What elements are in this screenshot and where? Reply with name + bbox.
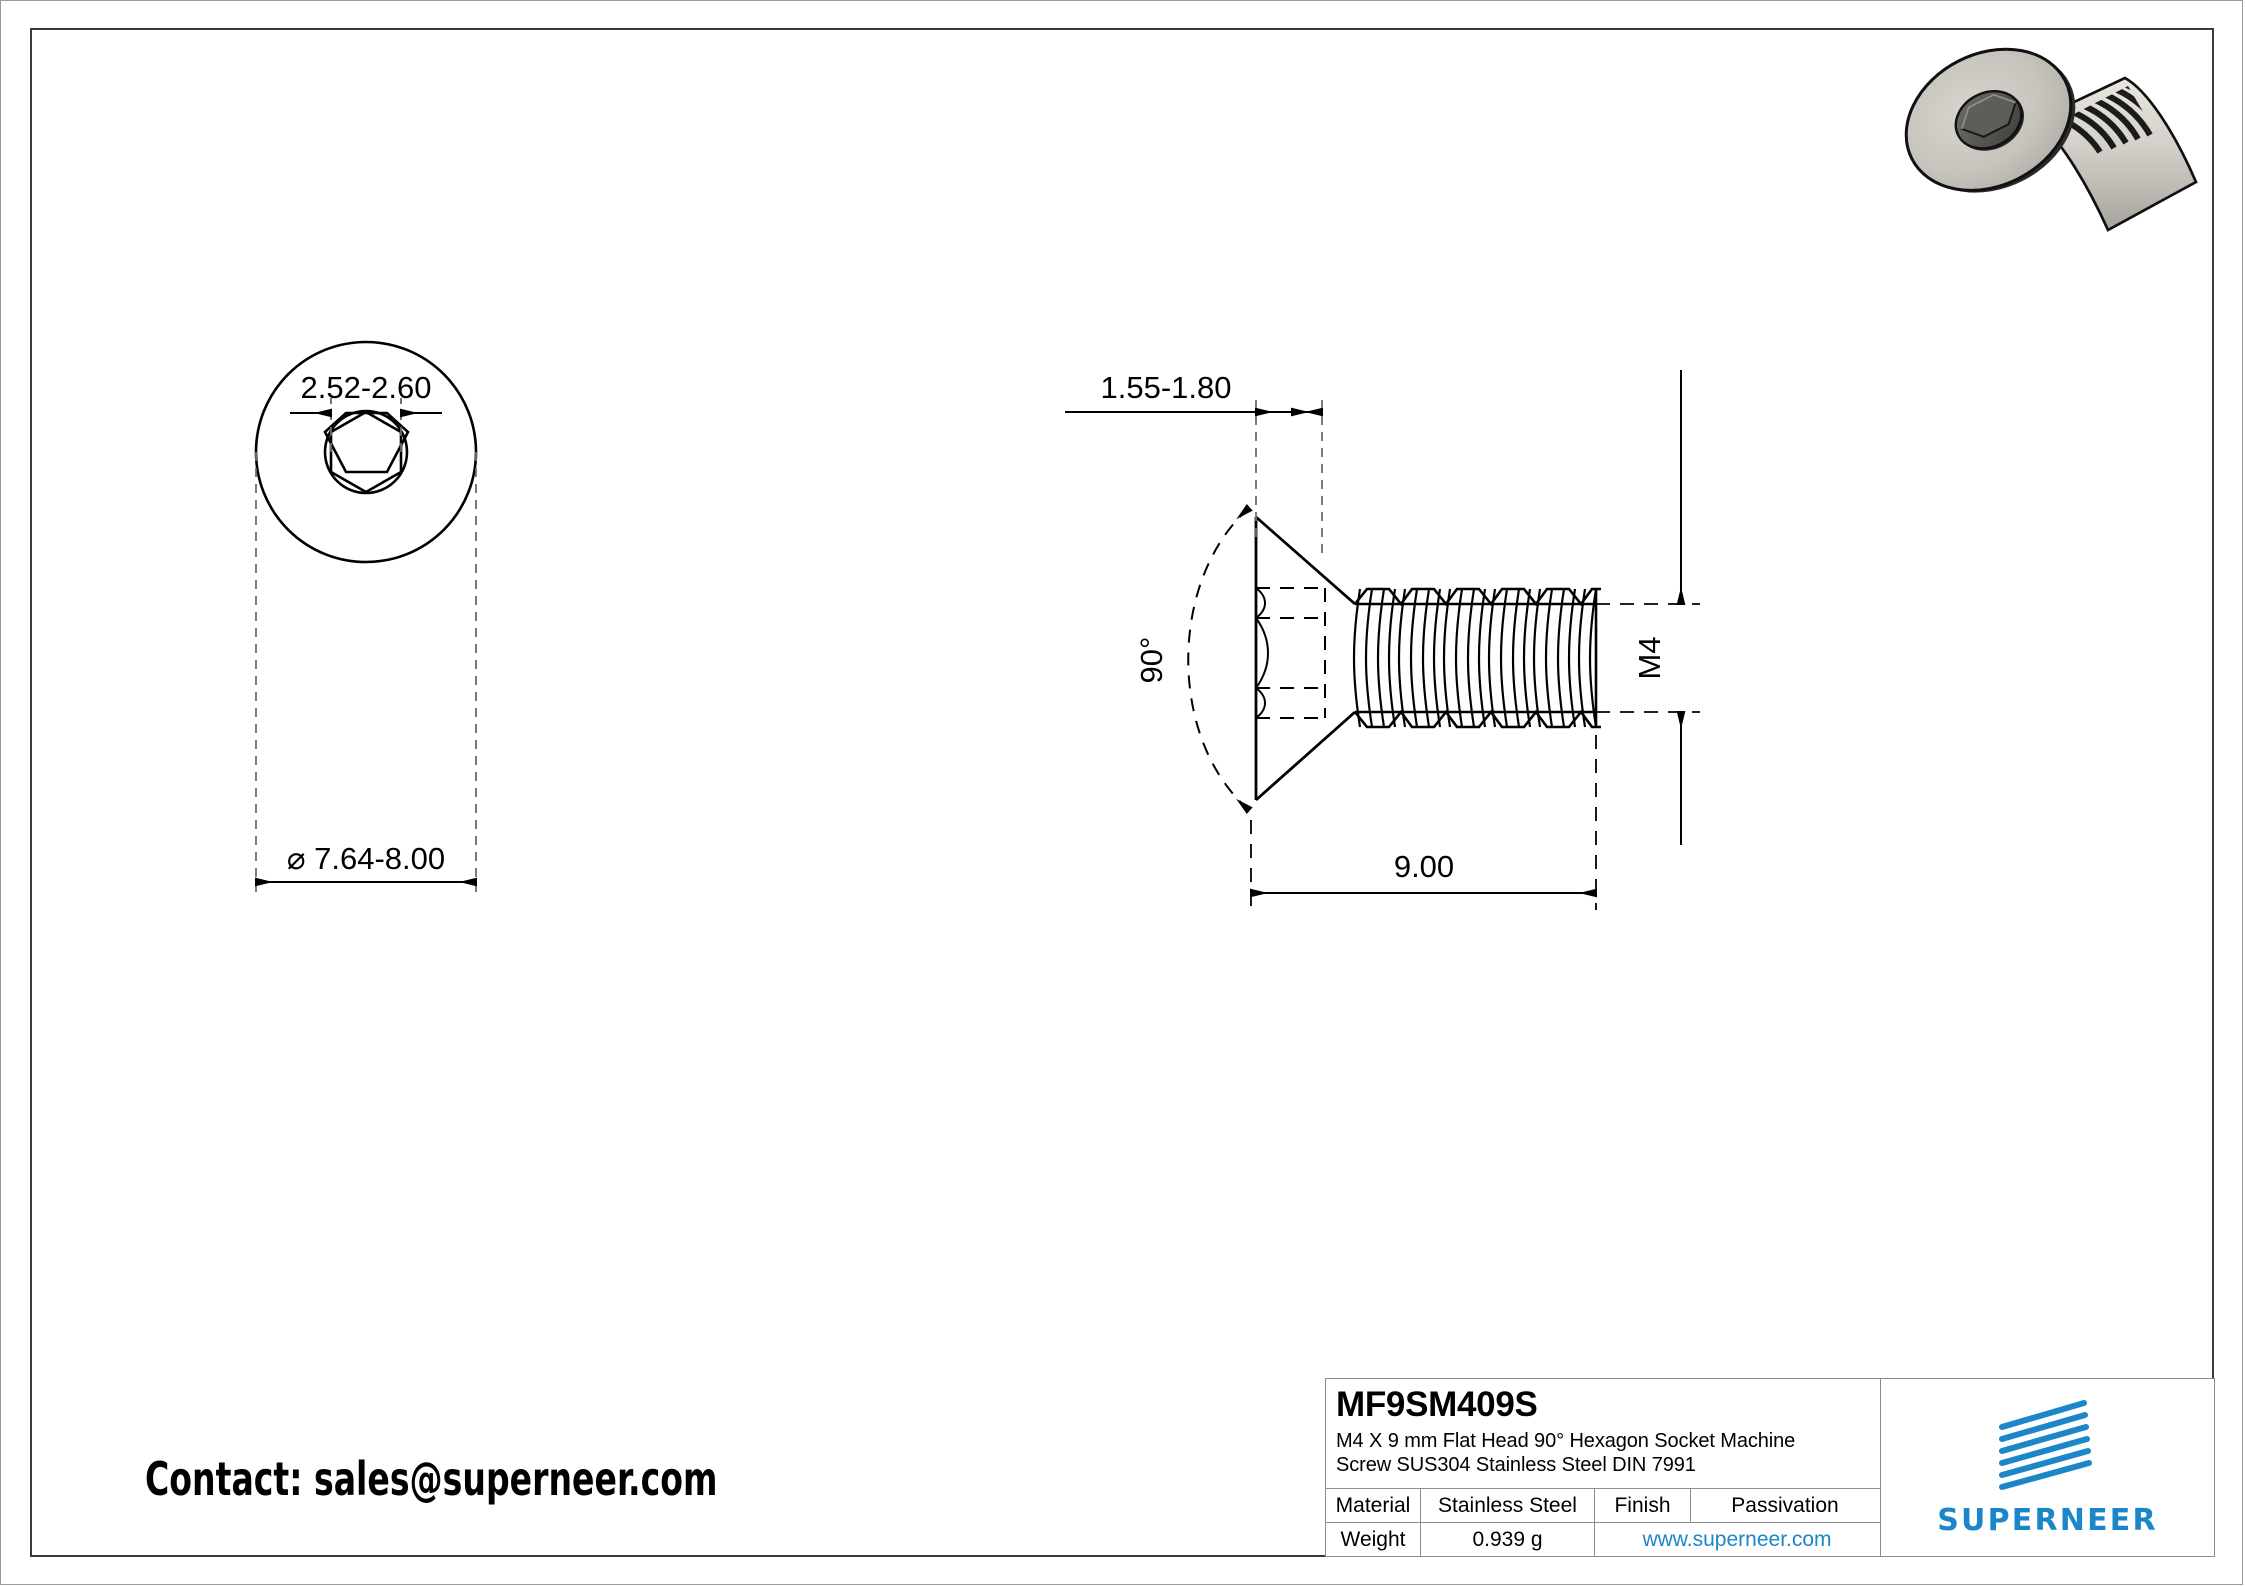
dim-thread-size: M4 bbox=[1596, 370, 1700, 845]
dim-socket-width-text: 2.52-2.60 bbox=[301, 370, 432, 405]
dim-angle-text: 90° bbox=[1134, 637, 1169, 684]
contact-text: Contact: sales@superneer.com bbox=[145, 1452, 718, 1506]
website-link[interactable]: www.superneer.com bbox=[1642, 1527, 1832, 1551]
top-view-hex-correct bbox=[329, 410, 403, 494]
dim-length-text: 9.00 bbox=[1394, 849, 1454, 884]
title-block-header: MF9SM409S M4 X 9 mm Flat Head 90° Hexago… bbox=[1326, 1379, 1880, 1489]
title-block-spec-rows: Material Stainless Steel Finish Passivat… bbox=[1326, 1489, 1880, 1556]
brand-logo-block: SUPERNEER bbox=[1881, 1379, 2214, 1556]
part-number: MF9SM409S bbox=[1336, 1385, 1538, 1424]
part-description: M4 X 9 mm Flat Head 90° Hexagon Socket M… bbox=[1336, 1429, 1880, 1477]
dim-socket-width: 2.52-2.60 bbox=[290, 370, 442, 452]
title-block: MF9SM409S M4 X 9 mm Flat Head 90° Hexago… bbox=[1325, 1378, 2215, 1557]
dim-head-height: 1.55-1.80 bbox=[1065, 370, 1323, 560]
screw-3d-render bbox=[1904, 47, 2198, 232]
part-description-line1: M4 X 9 mm Flat Head 90° Hexagon Socket M… bbox=[1336, 1430, 1796, 1452]
threaded-shank bbox=[1352, 587, 1601, 729]
brand-name: SUPERNEER bbox=[1937, 1503, 2158, 1538]
side-view: 1.55-1.80 90° M4 9.0 bbox=[1065, 370, 1700, 910]
material-value: Stainless Steel bbox=[1421, 1489, 1595, 1522]
title-block-left: MF9SM409S M4 X 9 mm Flat Head 90° Hexago… bbox=[1326, 1379, 1881, 1556]
socket-bore-circle bbox=[323, 409, 409, 495]
weight-label: Weight bbox=[1326, 1523, 1421, 1556]
head-cone-upper bbox=[1255, 515, 1356, 606]
finish-label: Finish bbox=[1595, 1489, 1691, 1522]
head-cone-lower bbox=[1255, 710, 1356, 802]
superneer-logo-icon bbox=[1998, 1400, 2092, 1490]
dim-head-diameter-text: ⌀ 7.64-8.00 bbox=[287, 841, 445, 876]
spec-row-material: Material Stainless Steel Finish Passivat… bbox=[1326, 1489, 1880, 1523]
dim-head-diameter: ⌀ 7.64-8.00 bbox=[255, 452, 477, 892]
dim-thread-size-text: M4 bbox=[1632, 636, 1667, 679]
dim-countersink-angle: 90° bbox=[1134, 504, 1253, 814]
hex-socket bbox=[323, 411, 410, 474]
finish-value: Passivation bbox=[1731, 1493, 1839, 1517]
part-description-line2: Screw SUS304 Stainless Steel DIN 7991 bbox=[1336, 1454, 1696, 1476]
dim-length: 9.00 bbox=[1250, 735, 1597, 910]
spec-row-weight: Weight 0.939 g www.superneer.com bbox=[1326, 1523, 1880, 1556]
hex-socket-shape bbox=[329, 410, 403, 494]
dim-head-height-text: 1.55-1.80 bbox=[1101, 370, 1232, 405]
material-label: Material bbox=[1326, 1489, 1421, 1522]
weight-value: 0.939 g bbox=[1421, 1523, 1595, 1556]
